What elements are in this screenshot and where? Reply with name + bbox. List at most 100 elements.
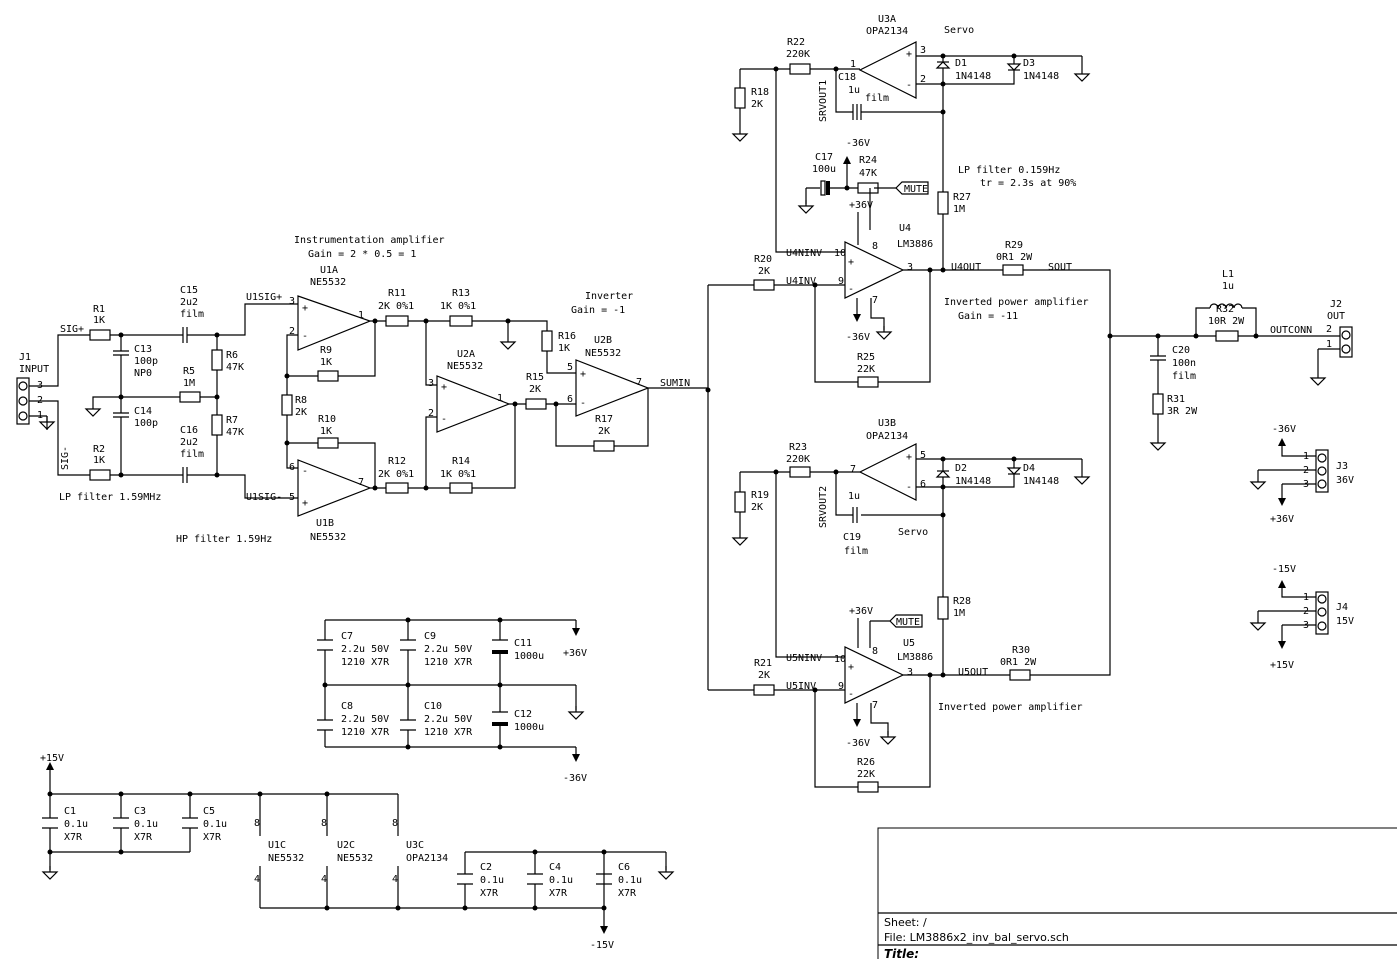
label-r1-val: 1K xyxy=(93,315,105,326)
pin-j4-1: 1 xyxy=(1303,592,1309,603)
label-c18-ref: C18 xyxy=(838,72,856,83)
net-u5inv: U5INV xyxy=(786,681,816,692)
label-bulk-m36: -36V xyxy=(563,773,587,784)
label-c5-ref: C5 xyxy=(203,806,215,817)
label-j4-p15: +15V xyxy=(1270,660,1294,671)
amp-u4 xyxy=(844,241,905,299)
resistor-r26 xyxy=(857,781,879,793)
label-c7-ref: C7 xyxy=(341,631,353,642)
label-r8-val: 2K xyxy=(295,407,307,418)
label-r25-ref: R25 xyxy=(857,352,875,363)
label-c15-val: 2u2 xyxy=(180,297,198,308)
note-inv-power-gain: Gain = -11 xyxy=(958,311,1018,322)
label-j4-ref: J4 xyxy=(1336,602,1348,613)
label-c3-val: 0.1u xyxy=(134,819,158,830)
label-c11-ref: C11 xyxy=(514,638,532,649)
resistor-r17 xyxy=(593,440,615,452)
label-j1-val: INPUT xyxy=(19,364,49,375)
pin-u3b-6: 6 xyxy=(920,479,926,490)
label-c20-type: film xyxy=(1172,371,1196,382)
note-servo1: Servo xyxy=(944,25,974,36)
label-c4-ref: C4 xyxy=(549,862,561,873)
label-bulk-p36: +36V xyxy=(563,648,587,659)
label-r14-val: 1K 0%1 xyxy=(440,469,476,480)
pin-j3-1: 1 xyxy=(1303,451,1309,462)
label-p36-u4: +36V xyxy=(849,200,873,211)
label-r12-val: 2K 0%1 xyxy=(378,469,414,480)
label-r1-ref: R1 xyxy=(93,304,105,315)
label-c4-val: 0.1u xyxy=(549,875,573,886)
label-c13-val: 100p xyxy=(134,356,158,367)
label-r31-ref: R31 xyxy=(1167,394,1185,405)
opamp-u2a xyxy=(436,375,511,433)
net-sumin: SUMIN xyxy=(660,378,690,389)
label-r20-ref: R20 xyxy=(754,254,772,265)
label-c9-ref: C9 xyxy=(424,631,436,642)
resistor-r28 xyxy=(937,596,949,620)
label-p36-u5: +36V xyxy=(849,606,873,617)
label-j4-val: 15V xyxy=(1336,616,1354,627)
label-r18-val: 2K xyxy=(751,99,763,110)
label-r5-val: 1M xyxy=(183,378,195,389)
pin-j1-2: 2 xyxy=(37,395,43,406)
label-u3c-val: OPA2134 xyxy=(406,853,448,864)
bulk-decoupling: C7 2.2u 50V 1210 X7R C9 2.2u 50V 1210 X7… xyxy=(317,617,587,784)
label-r29-ref: R29 xyxy=(1005,240,1023,251)
net-u4out: U4OUT xyxy=(951,262,981,273)
label-j1-ref: J1 xyxy=(19,352,31,363)
pin-u1b-7: 7 xyxy=(358,477,364,488)
label-r19-ref: R19 xyxy=(751,490,769,501)
pin-u2a-3: 3 xyxy=(428,378,434,389)
pin-j1-3: 3 xyxy=(37,380,43,391)
resistor-r2 xyxy=(89,469,111,481)
label-c1-ref: C1 xyxy=(64,806,76,817)
label-r21-ref: R21 xyxy=(754,658,772,669)
note-servo2: Servo xyxy=(898,527,928,538)
label-c10-pkg: 1210 X7R xyxy=(424,727,473,738)
pin-u4-10: 10 xyxy=(834,248,846,259)
resistor-r25 xyxy=(857,376,879,388)
label-m36-u5: -36V xyxy=(846,738,870,749)
pin-u1b-minus: - xyxy=(302,466,308,477)
label-u3a-val: OPA2134 xyxy=(866,26,908,37)
label-c19-val: 1u xyxy=(848,491,860,502)
label-r5-ref: R5 xyxy=(183,366,195,377)
label-r20-val: 2K xyxy=(758,266,770,277)
net-sig-minus: SIG- xyxy=(60,446,71,470)
resistor-r1 xyxy=(89,329,111,341)
label-j2-ref: J2 xyxy=(1330,299,1342,310)
resistor-r9 xyxy=(317,370,339,382)
resistor-r6 xyxy=(211,349,223,371)
label-j3-ref: J3 xyxy=(1336,461,1348,472)
label-c8-pkg: 1210 X7R xyxy=(341,727,390,738)
output-section: L1 1u R32 10R 2W OUTCONN C20 100n film R… xyxy=(1107,269,1354,671)
label-c16-ref: C16 xyxy=(180,425,198,436)
label-r18-ref: R18 xyxy=(751,87,769,98)
pin-j3-2: 2 xyxy=(1303,465,1309,476)
resistor-r10 xyxy=(317,437,339,449)
label-c4-diel: X7R xyxy=(549,888,568,899)
label-r31-val: 3R 2W xyxy=(1167,406,1198,417)
label-r28-ref: R28 xyxy=(953,596,971,607)
label-c15-ref: C15 xyxy=(180,285,198,296)
resistor-r23 xyxy=(789,466,811,478)
label-r6-ref: R6 xyxy=(226,350,238,361)
label-c14-ref: C14 xyxy=(134,406,152,417)
pin-u3a-minus: - xyxy=(906,80,912,91)
label-u2a-ref: U2A xyxy=(457,349,475,360)
label-c7-pkg: 1210 X7R xyxy=(341,657,390,668)
opamp-u3b xyxy=(858,443,917,501)
pin-j2-1: 1 xyxy=(1326,339,1332,350)
label-r22-val: 220K xyxy=(786,49,810,60)
label-r11-ref: R11 xyxy=(388,288,406,299)
label-r15-ref: R15 xyxy=(526,372,544,383)
note-inverter: Inverter xyxy=(585,291,633,302)
label-d4-val: 1N4148 xyxy=(1023,476,1059,487)
pin-u4-minus: - xyxy=(848,284,854,295)
instrumentation-amp: Instrumentation amplifier Gain = 2 * 0.5… xyxy=(246,235,548,543)
pin-u3a-3: 3 xyxy=(920,45,926,56)
label-r29-val: 0R1 2W xyxy=(996,252,1033,263)
pin-u1b-5: 5 xyxy=(289,492,295,503)
label-d1-val: 1N4148 xyxy=(955,71,991,82)
